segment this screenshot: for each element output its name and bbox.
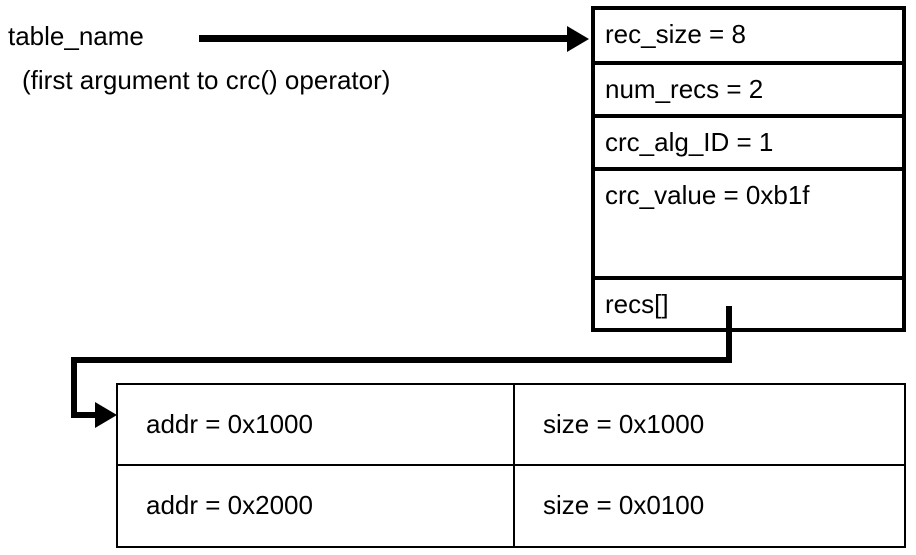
recs-connector-vertical-lower — [71, 357, 77, 418]
table-name-arrow-head — [567, 26, 589, 52]
caption-line-primary: table_name — [8, 21, 144, 51]
record-addr-cell: addr = 0x2000 — [118, 465, 515, 546]
record-addr-cell: addr = 0x1000 — [118, 385, 515, 464]
crc-table-struct-box: rec_size = 8 num_recs = 2 crc_alg_ID = 1… — [591, 6, 906, 332]
recs-connector-vertical-upper — [726, 306, 732, 363]
records-table: addr = 0x1000 size = 0x1000 addr = 0x200… — [116, 383, 906, 548]
recs-connector-horizontal — [71, 357, 732, 363]
record-size-cell: size = 0x1000 — [543, 408, 705, 439]
struct-field-num-recs: num_recs = 2 — [595, 65, 902, 118]
caption-line-secondary: (first argument to crc() operator) — [22, 65, 391, 95]
struct-field-rec-size: rec_size = 8 — [595, 10, 902, 65]
table-row: addr = 0x1000 size = 0x1000 — [118, 385, 904, 466]
record-size-cell: size = 0x0100 — [543, 490, 705, 521]
recs-connector-arrow-head — [95, 402, 117, 428]
table-row: addr = 0x2000 size = 0x0100 — [118, 465, 904, 546]
table-name-arrow-shaft — [199, 35, 569, 42]
table-name-caption: table_name (first argument to crc() oper… — [8, 14, 568, 102]
struct-field-crc-value: crc_value = 0xb1f — [595, 171, 902, 280]
struct-field-crc-alg-id: crc_alg_ID = 1 — [595, 118, 902, 171]
recs-connector-arrow-shaft — [71, 412, 97, 418]
struct-field-recs: recs[] — [605, 289, 669, 319]
